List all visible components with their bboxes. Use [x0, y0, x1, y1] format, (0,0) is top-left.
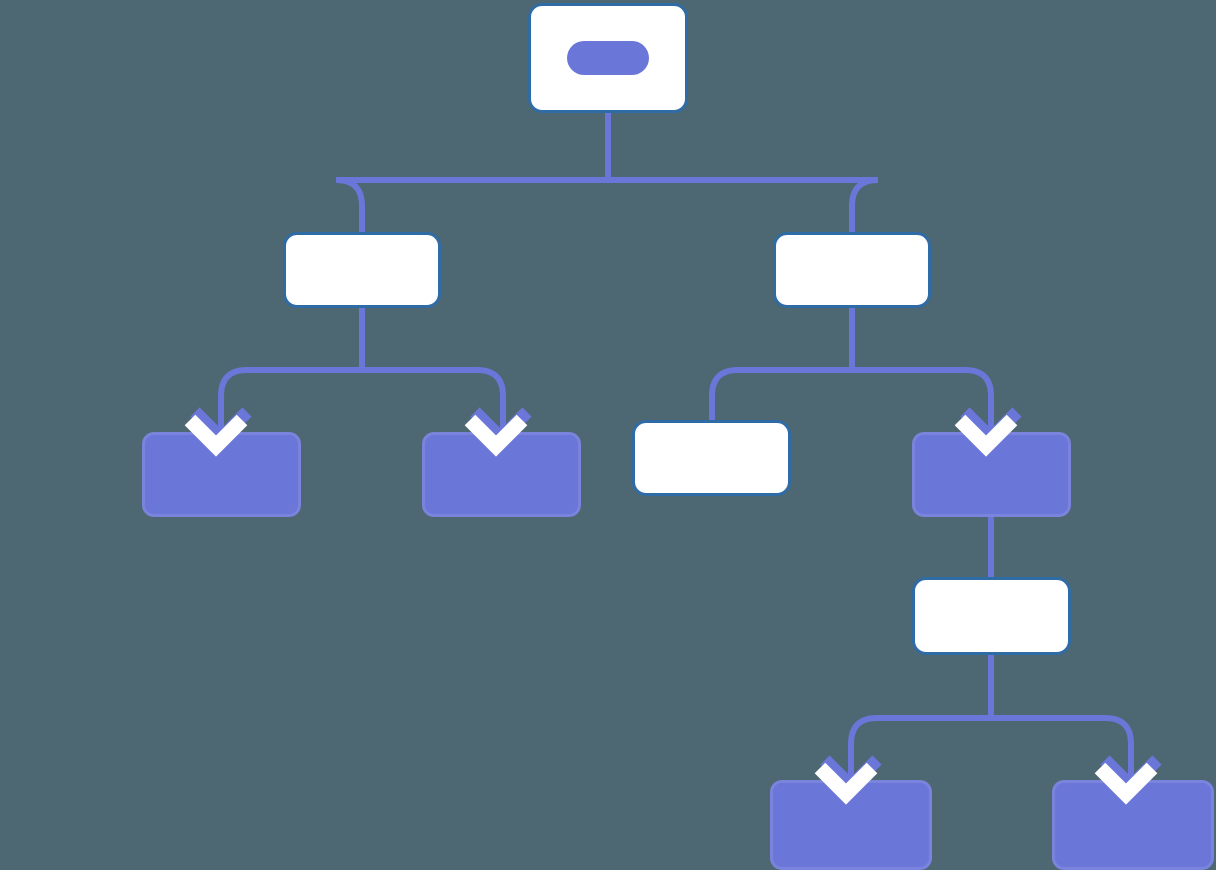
node-leaf-left-b[interactable] [422, 432, 581, 517]
node-level1-right[interactable] [773, 232, 931, 308]
edge-root-to-left [335, 177, 608, 232]
edge-r2-bus [848, 715, 1134, 780]
node-level1-left[interactable] [283, 232, 441, 308]
edge-l1-bus [218, 367, 506, 432]
node-leaf-bottom-b[interactable] [1052, 780, 1214, 870]
edge-root-to-right [608, 177, 879, 232]
edge-r1-bus [709, 367, 994, 432]
node-level2-right[interactable] [912, 577, 1071, 655]
node-root[interactable] [528, 3, 688, 113]
node-leaf-bottom-a[interactable] [770, 780, 932, 870]
node-white-plain-center[interactable] [632, 420, 791, 496]
node-leaf-left-a[interactable] [142, 432, 301, 517]
node-branch-right[interactable] [912, 432, 1071, 517]
root-pill-placeholder [567, 41, 649, 75]
